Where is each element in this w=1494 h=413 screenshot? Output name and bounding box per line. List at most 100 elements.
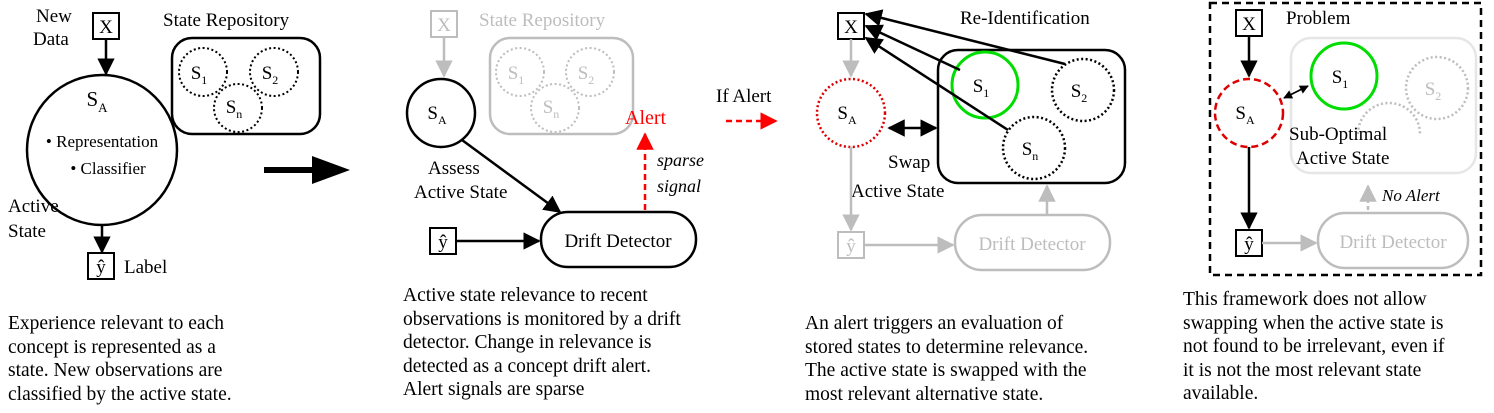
active-state-circle bbox=[405, 77, 477, 149]
state-s1-circle-selected bbox=[950, 50, 1020, 120]
x-input-box bbox=[837, 12, 865, 40]
state-s2-circle-faded bbox=[565, 47, 615, 97]
drift-detector-box bbox=[539, 210, 698, 269]
swap-label-line2: Active State bbox=[851, 181, 944, 202]
assess-label-line1: Assess bbox=[428, 158, 480, 179]
state-sn-symbol-faded: Sn bbox=[543, 97, 560, 121]
caption-panel-3: An alert triggers an evaluation of store… bbox=[805, 312, 1088, 406]
active-state-symbol: SA bbox=[1235, 103, 1255, 127]
y-hat-input-box bbox=[429, 227, 457, 255]
transition-arrow bbox=[264, 156, 350, 184]
state-s2-symbol-faded: S2 bbox=[578, 63, 595, 87]
drift-detector-label: Drift Detector bbox=[564, 231, 672, 252]
state-s2-symbol-faded: S2 bbox=[1425, 79, 1442, 103]
x-input-label: X bbox=[1242, 14, 1256, 35]
caption-panel-1: Experience relevant to each concept is r… bbox=[8, 312, 232, 406]
caption-line: not found to be irrelevant, even if bbox=[1183, 336, 1445, 357]
state-s1-symbol-faded: S1 bbox=[508, 63, 525, 87]
caption-line: This framework does not allow bbox=[1183, 289, 1427, 310]
state-sn-circle-faded bbox=[530, 83, 580, 133]
state-s1-symbol: S1 bbox=[973, 76, 990, 100]
drift-detector-label-faded: Drift Detector bbox=[978, 234, 1086, 255]
representation-bullet: • Representation bbox=[46, 132, 159, 151]
y-hat-symbol: ŷ bbox=[1244, 234, 1254, 255]
caption-line: most relevant alternative state. bbox=[805, 383, 1044, 405]
caption-line: Alert signals are sparse bbox=[403, 379, 585, 400]
caption-line: swapping when the active state is bbox=[1183, 312, 1444, 334]
active-state-symbol: SA bbox=[86, 87, 108, 115]
caption-line: stored states to determine relevance. bbox=[805, 336, 1089, 358]
panel-1-state-representation: New Data X SA • Representation • Classif… bbox=[8, 6, 322, 280]
state-sn-symbol: Sn bbox=[226, 97, 243, 121]
y-hat-symbol-faded: ŷ bbox=[846, 236, 856, 257]
state-repository-title-faded: State Repository bbox=[479, 10, 606, 31]
state-s2-circle bbox=[249, 47, 299, 97]
x-input-label-faded: X bbox=[437, 15, 451, 36]
new-data-label-line1: New bbox=[36, 6, 72, 27]
state-s2-circle-faded bbox=[1404, 55, 1470, 121]
state-s2-symbol: S2 bbox=[262, 63, 279, 87]
caption-line: An alert triggers an evaluation of bbox=[805, 313, 1064, 334]
caption-line: state. New observations are bbox=[8, 360, 223, 381]
state-repository-box-faded bbox=[488, 36, 635, 136]
new-data-label-line2: Data bbox=[33, 29, 69, 50]
active-state-circle-sub-optimal bbox=[1213, 77, 1285, 149]
state-sn-circle bbox=[213, 83, 263, 133]
caption-line: it is not the most relevant state bbox=[1183, 359, 1422, 381]
caption-line: detected as a concept drift alert. bbox=[403, 355, 651, 377]
if-alert-transition: If Alert bbox=[716, 86, 778, 130]
caption-line: detector. Change in relevance is bbox=[403, 332, 652, 353]
label-text: Label bbox=[124, 257, 167, 278]
caption-panel-4: This framework does not allow swapping w… bbox=[1183, 288, 1445, 406]
caption-panel-2: Active state relevance to recent observa… bbox=[403, 284, 681, 402]
caption-line: classified by the active state. bbox=[8, 383, 232, 405]
x-input-label: X bbox=[99, 17, 113, 38]
sub-optimal-label-line2: Active State bbox=[1296, 148, 1389, 169]
state-s1-circle bbox=[178, 47, 228, 97]
caption-line: observations is monitored by a drift bbox=[403, 308, 681, 330]
y-hat-output-box bbox=[87, 252, 115, 280]
swap-label-line1: Swap bbox=[888, 152, 930, 173]
arrow-s2-to-x bbox=[864, 9, 1066, 66]
panel-4-problem: X Problem S1 S2 SA Sub-Optimal Active St… bbox=[1208, 1, 1483, 277]
comparison-arrow bbox=[1283, 85, 1309, 99]
caption-line: Active state relevance to recent bbox=[403, 285, 648, 306]
sparse-signal-label-line2: signal bbox=[657, 176, 701, 196]
panel-2-drift-monitoring: X State Repository S1 S2 Sn SA Assess Ac… bbox=[405, 10, 704, 269]
arrow-sn-to-x bbox=[864, 36, 1009, 132]
no-alert-label: No Alert bbox=[1381, 186, 1441, 205]
active-state-circle-alerted bbox=[815, 77, 887, 149]
arrow-active-state-to-drift-detector bbox=[461, 138, 562, 214]
active-state-label-line2: State bbox=[8, 221, 46, 242]
x-input-label: X bbox=[844, 17, 858, 38]
problem-frame bbox=[1208, 1, 1483, 277]
drift-detector-box-faded bbox=[1316, 211, 1470, 270]
problem-title: Problem bbox=[1286, 8, 1351, 29]
caption-line: The active state is swapped with the bbox=[805, 360, 1087, 381]
y-hat-output-box-faded bbox=[837, 231, 865, 259]
sub-optimal-label-line1: Sub-Optimal bbox=[1289, 124, 1387, 145]
y-hat-symbol: ŷ bbox=[438, 232, 448, 253]
state-s1-circle-faded bbox=[495, 47, 545, 97]
if-alert-label: If Alert bbox=[716, 86, 772, 107]
assess-label-line2: Active State bbox=[414, 182, 507, 203]
caption-line: concept is represented as a bbox=[8, 336, 216, 358]
state-sn-circle bbox=[1001, 115, 1067, 181]
sparse-signal-label-line1: sparse bbox=[657, 150, 704, 170]
caption-line: Experience relevant to each bbox=[8, 313, 224, 334]
state-repository-box bbox=[170, 36, 322, 136]
classifier-bullet: • Classifier bbox=[70, 159, 146, 178]
state-s2-symbol: S2 bbox=[1071, 81, 1088, 105]
state-s1-circle-best bbox=[1309, 41, 1379, 111]
caption-line: available. bbox=[1183, 383, 1259, 404]
state-repository-title: State Repository bbox=[163, 10, 290, 31]
state-s1-symbol: S1 bbox=[191, 63, 208, 87]
active-state-symbol: SA bbox=[427, 103, 447, 127]
state-sn-symbol: Sn bbox=[1022, 139, 1039, 163]
arrow-s1-to-x bbox=[864, 24, 961, 72]
active-state-symbol: SA bbox=[837, 103, 857, 127]
state-s2-circle bbox=[1050, 57, 1116, 123]
re-identification-title: Re-Identification bbox=[960, 8, 1090, 29]
panel-3-re-identification: X Re-Identification S1 S2 Sn SA Swap Act… bbox=[815, 8, 1127, 272]
